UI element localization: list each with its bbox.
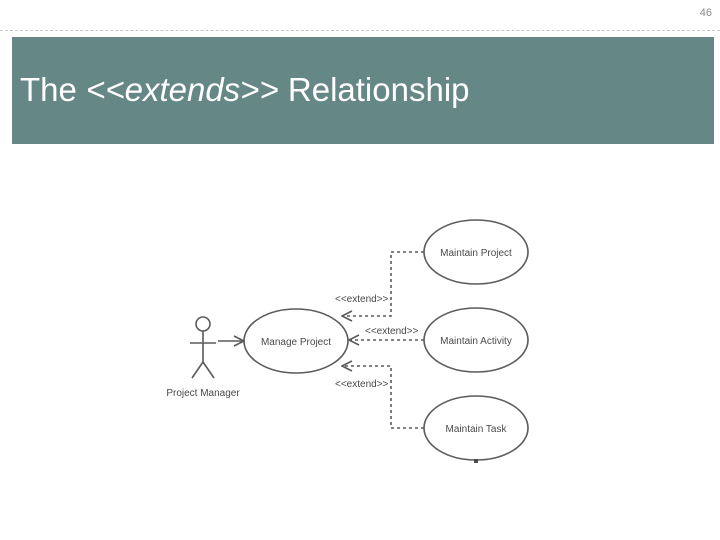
extend-arrow-maintain-task [342,366,424,429]
extend-arrow-maintain-project [342,251,424,316]
use-case-maintain-task: Maintain Task [423,395,529,461]
actor-project-manager: Project Manager [166,316,240,399]
page-number: 46 [699,7,712,19]
actor-label: Project Manager [166,388,240,399]
use-case-maintain-activity: Maintain Activity [423,307,529,373]
actor-head [195,316,211,332]
extend-label: <<extend>> [335,379,389,390]
use-case-label: Maintain Activity [440,336,512,347]
header-divider [0,30,720,31]
use-case-label: Maintain Project [440,248,512,259]
use-case-maintain-project: Maintain Project [423,219,529,285]
extend-label: <<extend>> [335,294,389,305]
use-case-label: Manage Project [261,337,331,348]
title-suffix: Relationship [278,71,470,108]
title-emphasis: <<extends>> [86,71,279,108]
title-prefix: The [20,71,87,108]
title-bar: The <<extends>> Relationship [12,37,714,144]
use-case-diagram: Project Manager Manage Project Maintain … [166,219,529,463]
ellipse-anchor-mark [474,459,478,463]
actor-right-leg [202,361,215,379]
slide-title: The <<extends>> Relationship [20,71,470,109]
extend-label: <<extend>> [365,326,419,337]
use-case-manage-project: Manage Project [243,308,349,374]
actor-left-leg [191,361,204,379]
use-case-label: Maintain Task [446,424,508,435]
